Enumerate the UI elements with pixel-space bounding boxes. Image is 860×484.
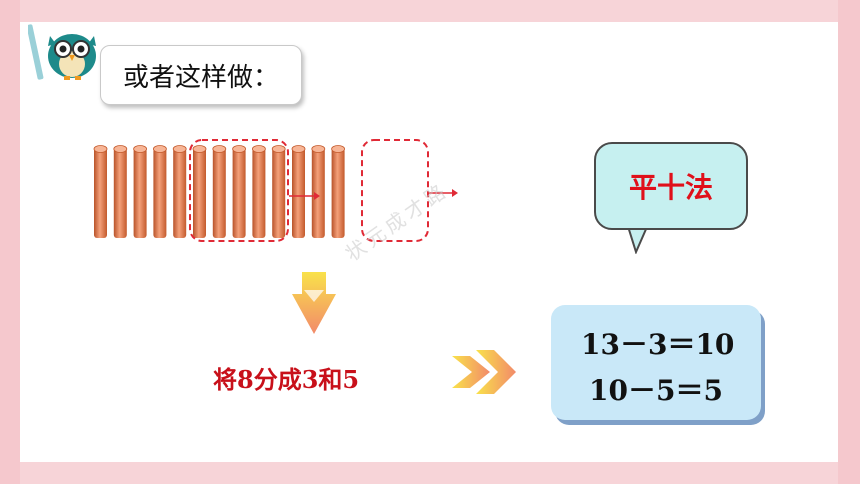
stick [113,145,128,238]
method-label: 平十法 [628,171,713,204]
method-bubble: 平十法 [594,142,748,230]
result-box: 13－3＝10 10－5＝5 [551,305,761,420]
dashed-group-box [189,139,289,242]
stick [153,145,167,238]
stick [232,145,247,238]
stick [133,145,147,238]
title-text: 或者这样做： [122,62,279,93]
equation-1: 13－3＝10 [581,328,735,361]
bg-tile-right [838,0,860,484]
move-arrow-1 [289,192,320,200]
move-arrow-2 [429,189,458,197]
stick [212,145,227,238]
stick [311,145,326,238]
stick [271,145,286,238]
stick [172,145,187,238]
right-arrow-icon [452,350,516,394]
split-text: 将8分成3和5 [213,365,360,394]
stick [251,145,266,238]
sticks-figure [93,139,458,242]
stick [331,145,346,238]
stick [192,145,207,238]
dashed-empty-box [361,139,429,242]
owl-mascot-icon [28,24,96,80]
stick [291,145,306,238]
equation-2: 10－5＝5 [589,374,723,407]
stick [93,145,108,238]
bg-tile-left [0,0,20,484]
title-box: 或者这样做： [100,45,302,105]
down-arrow-icon [292,272,336,334]
